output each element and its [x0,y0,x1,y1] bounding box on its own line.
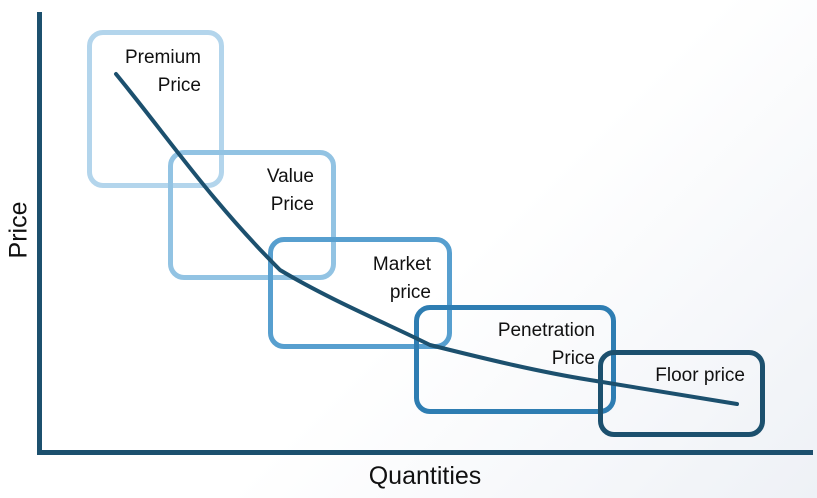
market-price-label-line1: Market [372,254,431,275]
penetration-price-label: Penetration Price [498,317,595,373]
premium-price-label-line1: Premium [124,47,201,68]
price-curve-line [114,72,739,406]
premium-price-label-line2: Price [157,75,201,96]
floor-price-label: Floor price [655,362,745,390]
penetration-price-label-line1: Penetration [497,320,595,341]
value-price-label-line2: Price [270,194,314,215]
market-price-label: Market price [373,251,431,307]
value-price-box [168,150,336,280]
value-price-label-line1: Value [266,166,314,187]
market-price-label-line2: price [389,282,431,303]
x-axis-label: Quantities [368,462,482,490]
floor-price-label-line1: Floor price [655,365,745,386]
premium-price-label: Premium Price [125,44,201,100]
y-axis-line [37,12,42,455]
floor-price-box [598,350,765,437]
market-price-box [268,237,452,349]
premium-price-box [87,30,224,188]
penetration-price-label-line2: Price [551,348,595,369]
x-axis-line [37,450,813,455]
value-price-label: Value Price [267,163,314,219]
